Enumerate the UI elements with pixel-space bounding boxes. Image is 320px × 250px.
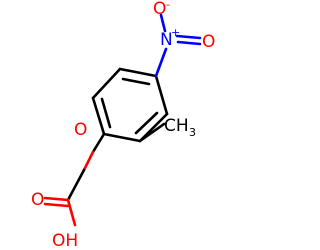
ring-to-ether-bond [91,132,106,154]
carbonyl-oxygen: O [31,190,44,210]
nitro-oxygen-top: O [153,0,166,19]
ring-bond [154,74,169,116]
nitro-bond-n-o-right-1 [175,34,202,40]
ring-bond [118,67,158,78]
nitro-bond-ring-n [154,47,168,78]
carbonyl-double-bond-2 [43,202,70,208]
nitro-nitrogen-charge: + [171,26,180,39]
structure-canvas: O - N + O CH 3 O O OH [31,0,216,250]
methyl-bond [138,122,166,143]
nitro-group: O - N + O [153,0,215,78]
ether-linkage: O [74,120,106,172]
ring-bond [91,96,106,136]
methyl-group: CH 3 [138,116,196,143]
nitro-bond-n-o-top [159,13,167,33]
benzene-ring [91,67,169,143]
ring-double-bond [121,77,151,86]
ring-bond [91,67,122,100]
nitro-bond-n-o-right-2 [176,40,202,46]
carbonyl-to-hydroxyl-bond [66,198,77,227]
ring-double-bond [100,97,112,129]
molecule-structure: O - N + O CH 3 O O OH [31,0,215,250]
nitro-oxygen-right: O [202,32,215,52]
methyl-label: CH [164,116,189,136]
carbonyl-double-bond-1 [43,196,70,202]
nitro-nitrogen: N [160,30,173,50]
acetic-acid-group: O OH [31,168,86,250]
ring-double-bond [134,111,159,135]
hydroxyl-label: OH [52,231,78,250]
nitro-oxygen-charge: - [166,0,170,11]
ring-bond [102,132,142,143]
ether-oxygen: O [74,120,87,140]
methyl-subscript: 3 [189,126,196,139]
ch2-to-carbonyl-bond [66,168,86,202]
ether-o-to-ch2-bond [82,150,95,172]
